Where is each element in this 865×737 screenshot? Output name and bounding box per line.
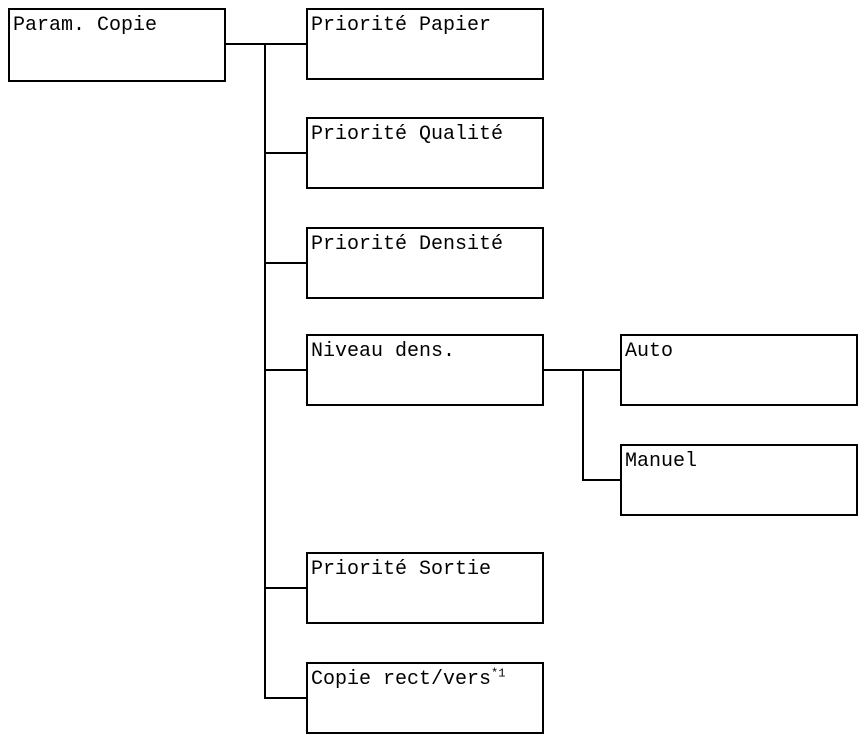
- connector-branch-qualite: [264, 152, 306, 154]
- connector-branch-densite: [264, 262, 306, 264]
- node-param-copie: Param. Copie: [8, 8, 226, 82]
- node-priorite-papier: Priorité Papier: [306, 8, 544, 80]
- node-label: Manuel: [625, 450, 698, 473]
- connector-branch-sortie: [264, 587, 306, 589]
- connector-subtrunk-to-manuel: [582, 479, 620, 481]
- node-copie-rect-vers: Copie rect/vers*1: [306, 662, 544, 734]
- node-label: Priorité Sortie: [311, 558, 492, 581]
- node-niveau-dens: Niveau dens.: [306, 334, 544, 406]
- node-label: Priorité Papier: [311, 14, 492, 37]
- connector-trunk-vertical: [264, 43, 266, 699]
- node-label: Niveau dens.: [311, 340, 456, 363]
- node-priorite-densite: Priorité Densité: [306, 227, 544, 299]
- node-priorite-qualite: Priorité Qualité: [306, 117, 544, 189]
- connector-niveau-to-auto: [542, 369, 620, 371]
- node-label: Auto: [625, 340, 674, 363]
- connector-subtrunk-vertical: [582, 369, 584, 481]
- node-label: Priorité Densité: [311, 233, 504, 256]
- node-label: Param. Copie: [13, 14, 158, 37]
- node-priorite-sortie: Priorité Sortie: [306, 552, 544, 624]
- node-manuel: Manuel: [620, 444, 858, 516]
- connector-branch-rectvers: [264, 697, 306, 699]
- node-label: Copie rect/vers: [311, 668, 492, 691]
- footnote-marker: *1: [491, 666, 506, 681]
- connector-branch-niveau: [264, 369, 306, 371]
- node-auto: Auto: [620, 334, 858, 406]
- node-label: Priorité Qualité: [311, 123, 504, 146]
